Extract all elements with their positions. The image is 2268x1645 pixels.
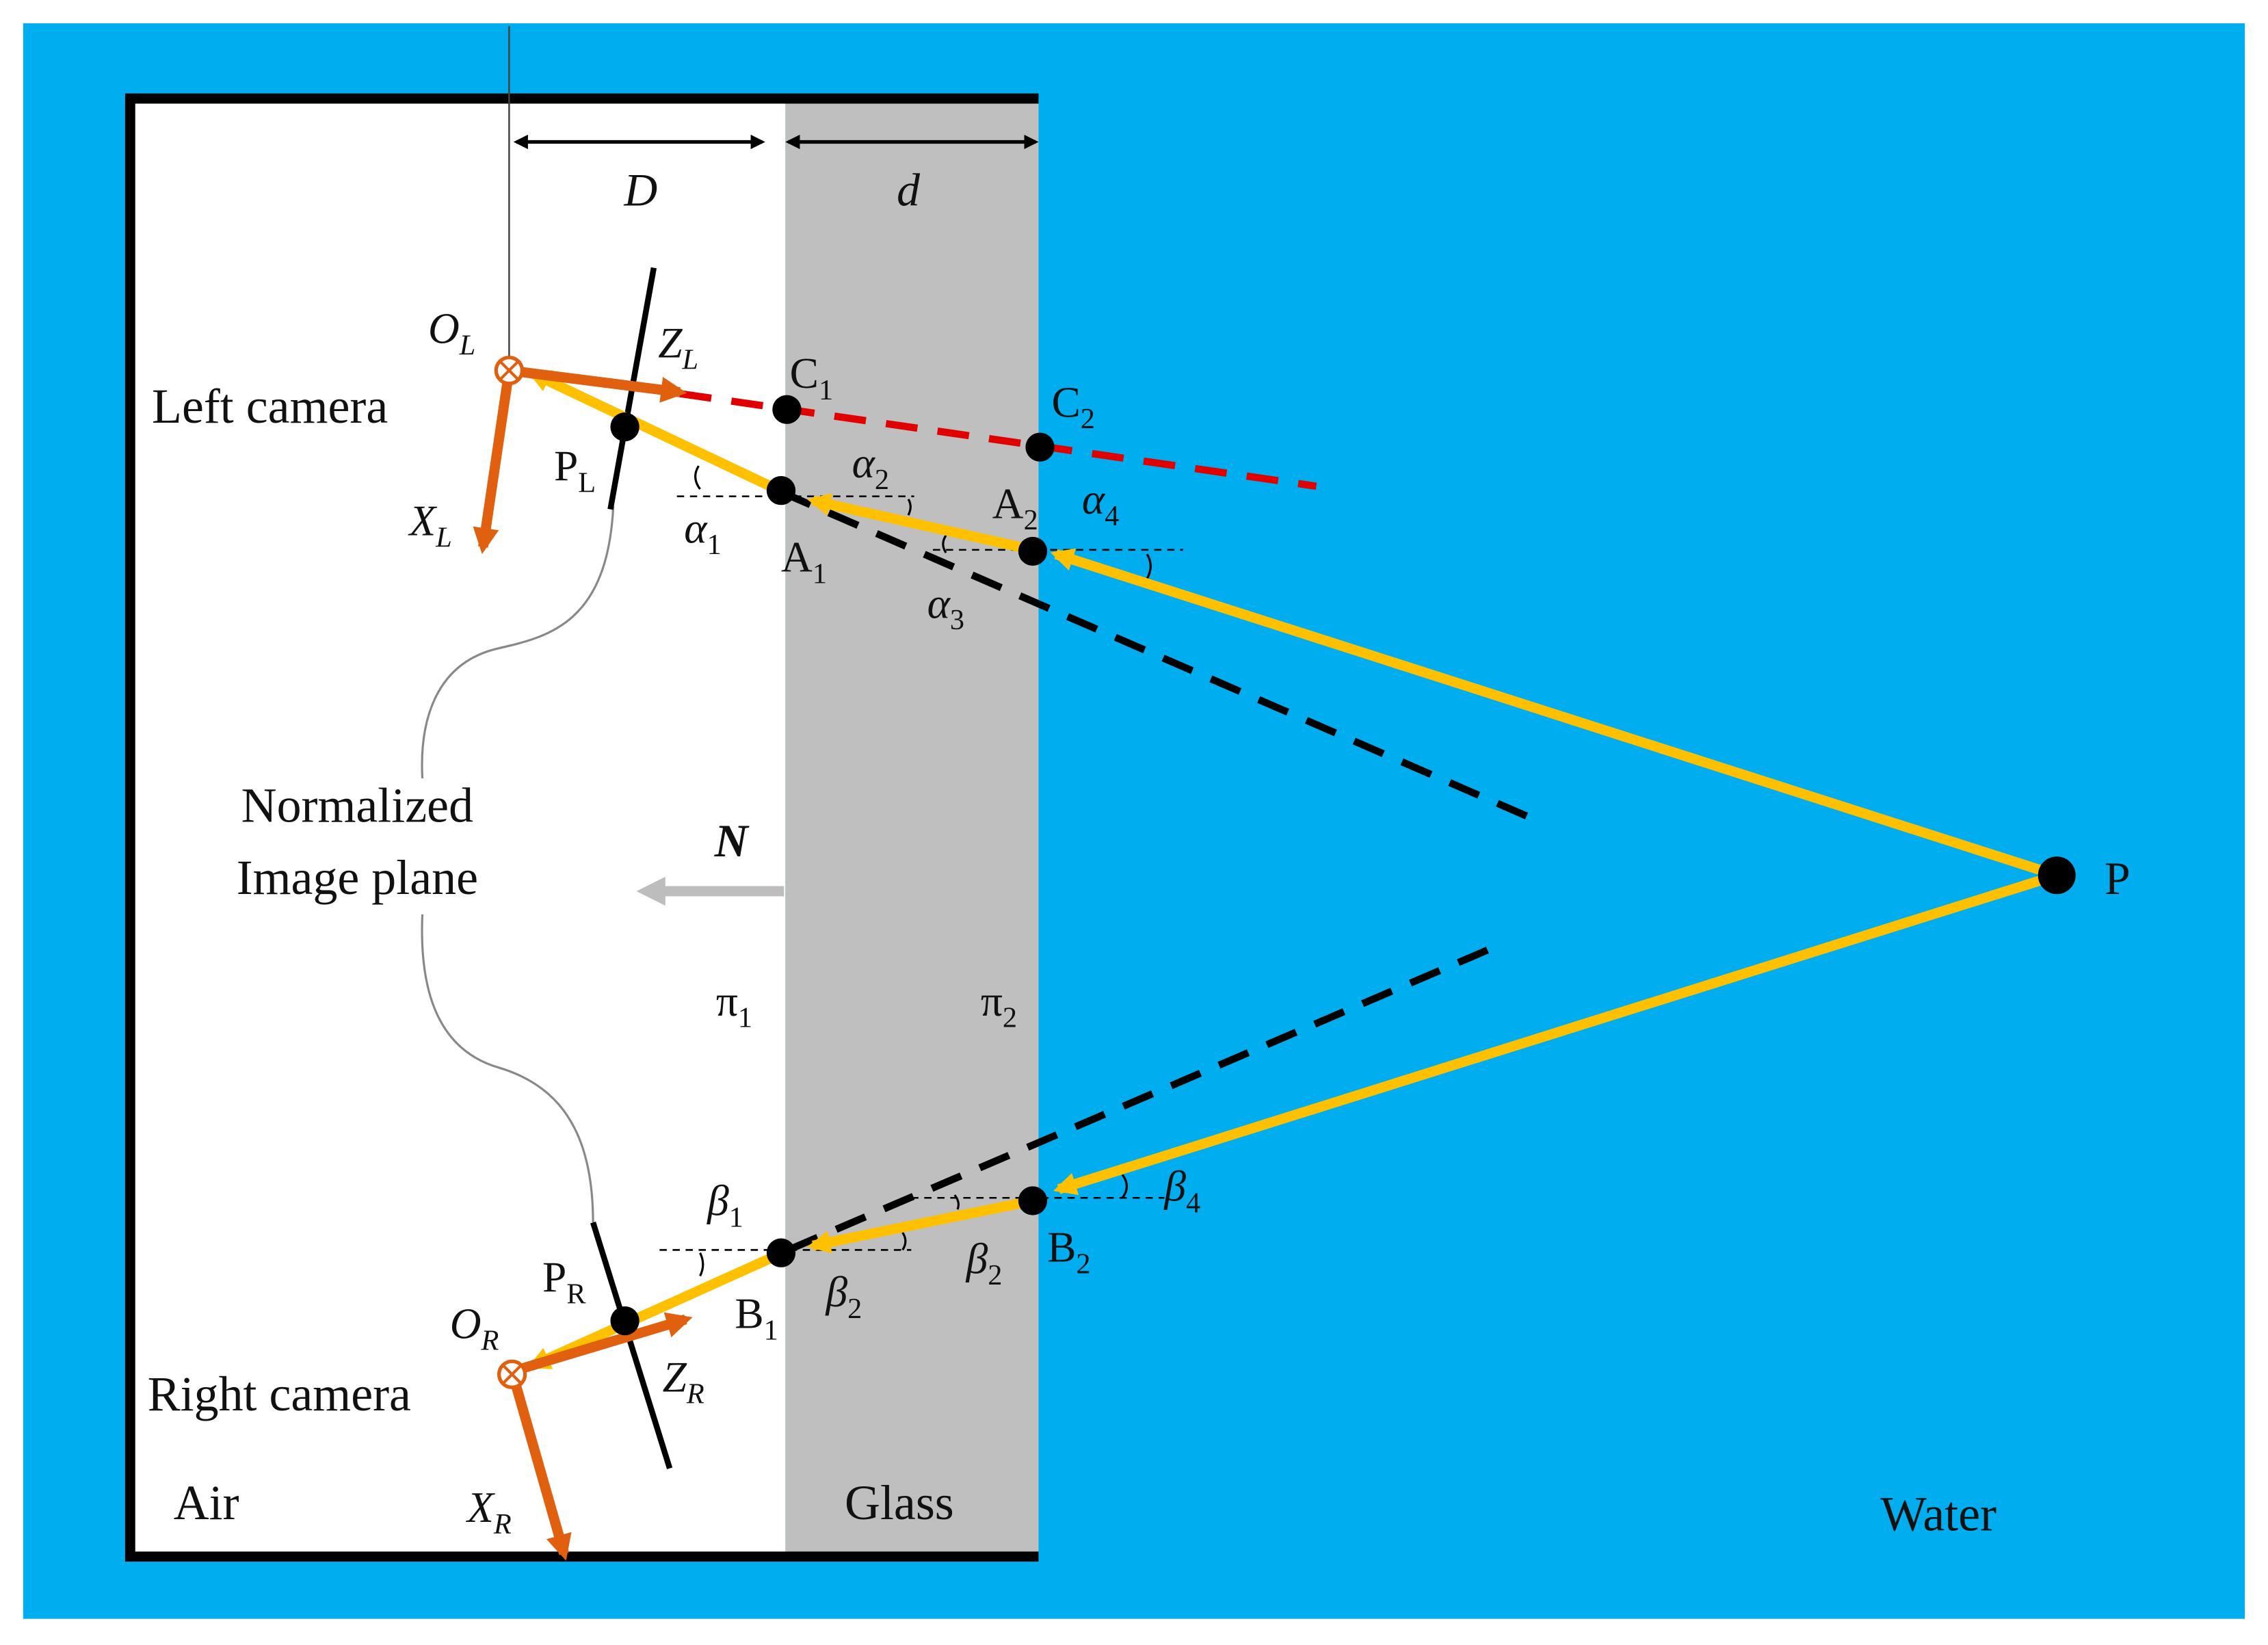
point-C2-label: C2 <box>1051 378 1094 435</box>
region-water-label: Water <box>1880 1487 1996 1542</box>
angle-beta4-label: β4 <box>1163 1162 1200 1220</box>
region-glass-label: Glass <box>845 1475 954 1530</box>
image-plane-label-line2: Image plane <box>237 850 478 905</box>
left-ray-glass <box>807 492 1034 555</box>
point-A1-label: A1 <box>781 533 827 590</box>
left-ray-water-glass <box>1050 548 2059 880</box>
point-C1-label: C1 <box>790 349 833 406</box>
plane-pi2-label: π2 <box>981 977 1017 1034</box>
point-B2-label: B2 <box>1047 1222 1090 1280</box>
point-PL <box>610 412 639 442</box>
angle-alpha3-label: α3 <box>927 579 964 636</box>
left-camera-label: Left camera <box>152 379 388 434</box>
normal-vector-label: N <box>714 815 750 867</box>
left-origin-label: OL <box>428 304 475 361</box>
point-PR <box>610 1306 639 1336</box>
left-z-axis <box>508 365 687 403</box>
right-x-axis <box>507 1370 572 1561</box>
angle-alpha1-label: α1 <box>684 503 721 561</box>
angle-arc-beta2 <box>901 1232 907 1251</box>
image-plane-brace <box>421 506 615 1223</box>
point-A2 <box>1018 536 1048 566</box>
right-image-plane-line <box>590 1221 673 1470</box>
right-ray-water-glass <box>1053 870 2059 1196</box>
angle-arc-alpha1 <box>694 465 701 490</box>
angle-beta1-label: β1 <box>706 1176 743 1234</box>
region-air-label: Air <box>174 1475 239 1530</box>
image-plane-label-line1: Normalized <box>241 778 473 832</box>
angle-arc-beta4 <box>1121 1174 1129 1199</box>
point-C1 <box>772 395 802 424</box>
left-image-point-label: PL <box>554 441 596 499</box>
point-B1-label: B1 <box>735 1289 778 1347</box>
angle-arc-beta1 <box>699 1252 704 1277</box>
dimension-d-label: d <box>897 165 920 216</box>
point-P-label: P <box>2105 853 2131 904</box>
angle-beta2-air-label: β2 <box>825 1267 862 1325</box>
right-origin-label: OR <box>450 1299 499 1356</box>
right-extension-black <box>787 945 1492 1254</box>
point-P <box>2038 856 2076 895</box>
right-image-point-label: PR <box>542 1253 586 1311</box>
angle-alpha2-label: α2 <box>852 438 889 496</box>
right-camera-origin-icon <box>497 1359 527 1389</box>
point-A2-label: A2 <box>992 479 1038 536</box>
angle-arc-alpha4 <box>1146 553 1152 579</box>
glass-region <box>785 98 1039 1557</box>
point-B2 <box>1018 1186 1048 1215</box>
left-x-label: XL <box>407 497 451 554</box>
angle-arc-alpha3 <box>942 534 947 553</box>
dimension-D-label: D <box>623 165 657 216</box>
angle-arc-beta2-glass <box>953 1194 960 1210</box>
right-z-axis <box>510 1312 693 1377</box>
right-z-label: ZR <box>663 1353 704 1410</box>
angle-beta2-glass-label: β2 <box>965 1234 1003 1291</box>
point-A1 <box>766 476 796 505</box>
right-camera-label: Right camera <box>148 1367 411 1421</box>
right-ray-glass <box>807 1196 1034 1254</box>
plane-pi1-label: π1 <box>716 977 752 1034</box>
right-ray-air <box>527 1248 785 1371</box>
left-ray-air <box>527 369 785 497</box>
left-z-label: ZL <box>658 319 698 376</box>
left-x-axis <box>473 369 514 555</box>
housing-wall <box>124 93 1039 1562</box>
left-extension-black <box>779 488 1535 823</box>
angle-alpha4-label: α4 <box>1082 475 1119 532</box>
left-camera-origin-icon <box>494 355 525 386</box>
point-C2 <box>1025 432 1055 462</box>
right-x-label: XR <box>465 1483 512 1540</box>
angle-arc-alpha2 <box>907 499 912 516</box>
point-B1 <box>766 1238 796 1267</box>
